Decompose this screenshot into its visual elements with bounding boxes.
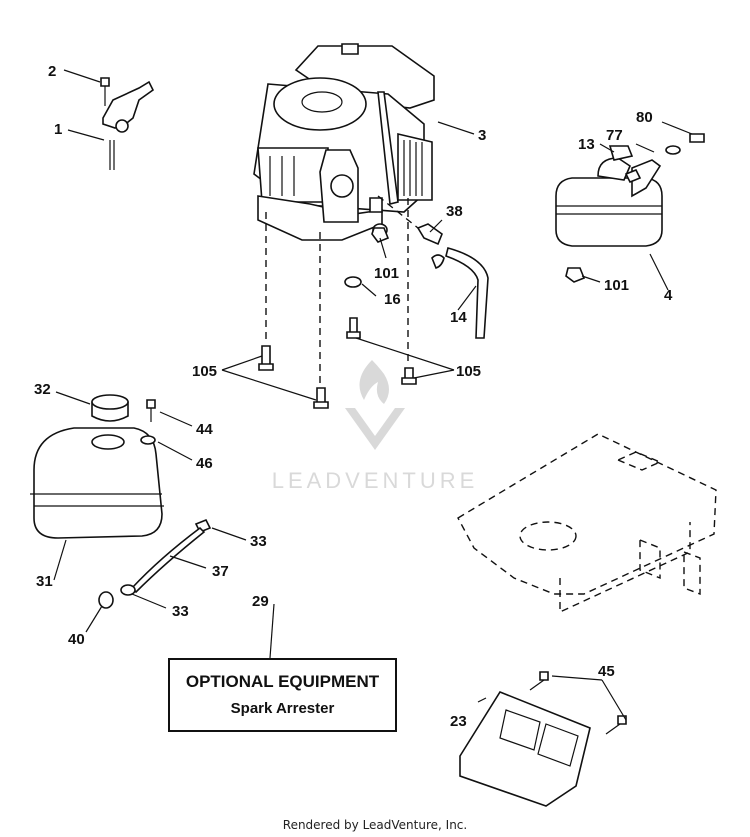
watermark-text: LEADVENTURE	[272, 468, 479, 493]
callout-29: 29	[252, 593, 269, 610]
callout-2: 2	[48, 63, 56, 80]
callout-44: 44	[196, 421, 213, 438]
callout-105-left: 105	[192, 363, 217, 380]
callout-101-engine: 101	[374, 265, 399, 282]
callout-1: 1	[54, 121, 62, 138]
callout-33-top: 33	[250, 533, 267, 550]
rendered-by-footer: Rendered by LeadVenture, Inc.	[282, 818, 468, 832]
callout-105-right: 105	[456, 363, 481, 380]
washer-16	[344, 276, 362, 288]
callout-37: 37	[212, 563, 229, 580]
callout-13: 13	[578, 136, 595, 153]
callout-23: 23	[450, 713, 467, 730]
flame-logo-icon	[359, 360, 389, 404]
callout-33-bottom: 33	[172, 603, 189, 620]
callout-16: 16	[384, 291, 401, 308]
callout-3: 3	[478, 127, 486, 144]
callout-101-muffler: 101	[604, 277, 629, 294]
leadventure-watermark: LEADVENTURE	[272, 360, 479, 493]
leader-lines	[53, 69, 693, 721]
tractor-frame	[457, 433, 717, 614]
fuel-tank-assembly	[30, 394, 212, 609]
muffler-assembly	[555, 133, 705, 283]
callout-32: 32	[34, 381, 51, 398]
fuel-fitting-and-line	[416, 223, 489, 339]
v-logo-icon	[345, 408, 405, 450]
callout-80: 80	[636, 109, 653, 126]
spark-arrester-label: Spark Arrester	[230, 700, 335, 717]
spark-arrester-shield	[459, 671, 627, 807]
callout-40: 40	[68, 631, 85, 648]
bolts-105	[258, 317, 417, 409]
throttle-control-assembly	[100, 77, 155, 170]
optional-equipment-box: OPTIONAL EQUIPMENT Spark Arrester	[168, 658, 397, 732]
callout-14: 14	[450, 309, 467, 326]
callout-4: 4	[664, 287, 673, 304]
callout-38: 38	[446, 203, 463, 220]
alignment-lines	[265, 195, 419, 392]
engine-assembly	[253, 43, 435, 241]
nut-101-engine	[371, 227, 390, 243]
callout-46: 46	[196, 455, 213, 472]
callout-77: 77	[606, 127, 623, 144]
callout-31: 31	[36, 573, 53, 590]
callout-labels: 2 1 3 4 13 14 16 23 29 31 32 33 33 37 38…	[34, 63, 673, 730]
optional-equipment-title: OPTIONAL EQUIPMENT	[185, 672, 380, 691]
callout-45: 45	[598, 663, 615, 680]
